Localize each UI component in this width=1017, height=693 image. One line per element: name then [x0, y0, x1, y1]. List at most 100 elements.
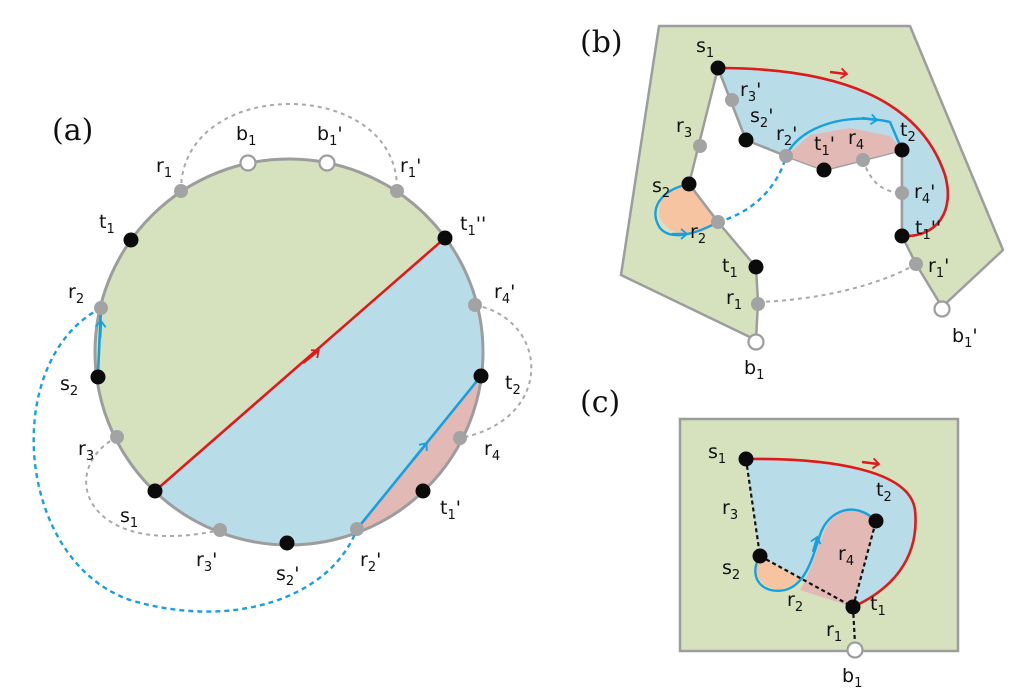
- node-r4: [453, 431, 467, 445]
- red-arrow-c: [861, 457, 881, 470]
- red-path-b: [717, 66, 950, 238]
- node-s2: [90, 369, 106, 385]
- label-a-r2p: r2': [360, 549, 381, 575]
- label-b-r3: r3: [676, 115, 692, 141]
- dashed-r1-r1p: [179, 103, 399, 192]
- node-r2: [94, 301, 108, 315]
- node-r3: [110, 430, 124, 444]
- dashed-b-r1-r1p: [757, 263, 917, 303]
- region-b-pink: [786, 128, 902, 170]
- label-b-s2: s2: [652, 175, 670, 201]
- label-a-r1: r1: [156, 155, 172, 181]
- label-a-t2: t2: [505, 372, 521, 398]
- region-c-orange: [755, 556, 800, 590]
- node-c-t1: [845, 599, 861, 615]
- node-b-t1pp: [894, 228, 910, 244]
- label-c-r4: r4: [838, 543, 854, 569]
- label-c-t2: t2: [876, 479, 892, 505]
- label-a-r4p: r4': [494, 281, 515, 307]
- node-b-r3: [693, 139, 707, 153]
- label-a-r3p: r3': [196, 549, 217, 575]
- cyan-path-b-loop: [654, 182, 719, 237]
- red-arrow: [302, 349, 320, 365]
- node-b-b1: [747, 333, 765, 351]
- cyan-arrow-b-top: [861, 113, 879, 126]
- dashed-r3-r3p: [85, 436, 221, 537]
- node-b1p: [318, 154, 336, 172]
- label-c-s2: s2: [722, 557, 740, 583]
- region-pink: [357, 376, 483, 545]
- node-c-s2: [752, 548, 768, 564]
- dashed-r4p-r4: [459, 304, 533, 439]
- node-b-b1p: [933, 300, 951, 318]
- label-a-t1: t1: [99, 211, 115, 237]
- red-arrow-b: [829, 67, 849, 80]
- node-b-s2: [681, 176, 697, 192]
- dotted-c-t1-t2: [851, 520, 878, 608]
- edge-b-s2-r2: [688, 183, 719, 223]
- node-r3p: [213, 523, 227, 537]
- label-c-b1: b1: [842, 665, 862, 691]
- label-b-t1: t1: [722, 255, 738, 281]
- node-b-s2p: [738, 132, 754, 148]
- node-b-t1: [748, 259, 764, 275]
- label-c-t1: t1: [870, 593, 886, 619]
- label-a-t1p: t1': [440, 497, 461, 523]
- panel-a: (a): [32, 103, 533, 613]
- node-b-r4: [856, 153, 870, 167]
- node-t1pp: [437, 230, 453, 246]
- node-c-t2: [868, 513, 884, 529]
- label-a-t1pp: t1'': [460, 213, 486, 239]
- node-b1: [239, 154, 257, 172]
- node-b-t2: [894, 142, 910, 158]
- cyan-path-s2-r2: [96, 307, 103, 374]
- panel-c: (c) s1 t2 r3 r4 s2 r2 t1 r1 b1: [580, 385, 960, 691]
- label-b-b1p: b1': [952, 325, 978, 351]
- node-b-r4p: [895, 186, 909, 200]
- dashed-cyan-r2-r2p: [32, 306, 359, 613]
- node-r2p: [350, 522, 364, 536]
- label-a-r4: r4: [484, 438, 500, 464]
- label-b-r1p: r1': [928, 255, 949, 281]
- dotted-c-s2-t1: [759, 555, 854, 608]
- dotted-c-s1-s2: [744, 458, 762, 557]
- panel-a-label: (a): [52, 113, 93, 148]
- label-c-r3: r3: [722, 497, 738, 523]
- node-c-b1: [846, 641, 864, 659]
- node-b-r3p: [725, 93, 739, 107]
- label-b-b1: b1: [744, 357, 764, 383]
- node-b-r2: [711, 215, 725, 229]
- label-b-r4: r4: [848, 127, 864, 153]
- label-b-s1: s1: [696, 35, 714, 61]
- red-path-s1-t1pp: [154, 237, 446, 492]
- label-c-r2: r2: [787, 589, 803, 615]
- red-path-c: [745, 457, 917, 609]
- cyan-arrow-c: [810, 535, 822, 553]
- node-b-r1: [751, 297, 765, 311]
- label-a-r1p: r1': [400, 155, 421, 181]
- cyan-arrow-right: [411, 442, 428, 461]
- label-b-r1: r1: [726, 287, 742, 313]
- label-b-s2p: s2': [750, 105, 773, 131]
- dashed-b-cyan: [717, 155, 788, 224]
- node-r4p: [468, 298, 482, 312]
- label-b-t1p: t1': [814, 133, 835, 159]
- region-blue: [100, 238, 483, 545]
- label-c-r1: r1: [826, 619, 842, 645]
- label-a-r2: r2: [68, 281, 84, 307]
- node-r1p: [390, 184, 404, 198]
- dashed-b-r4-r4p: [862, 159, 903, 194]
- panel-b: (b): [580, 24, 1005, 383]
- region-c-pink: [800, 509, 876, 607]
- label-a-b1: b1: [236, 123, 256, 149]
- label-b-t1pp: t1'': [915, 217, 941, 243]
- panel-b-label: (b): [580, 25, 623, 60]
- label-a-r3: r3: [78, 438, 94, 464]
- label-b-r4p: r4': [914, 181, 935, 207]
- label-a-s2p: s2': [276, 563, 299, 589]
- node-s2p: [279, 535, 295, 551]
- label-b-r2p: r2': [776, 123, 797, 149]
- node-r1: [174, 184, 188, 198]
- cyan-path-c: [754, 508, 877, 592]
- node-b-r1p: [909, 257, 923, 271]
